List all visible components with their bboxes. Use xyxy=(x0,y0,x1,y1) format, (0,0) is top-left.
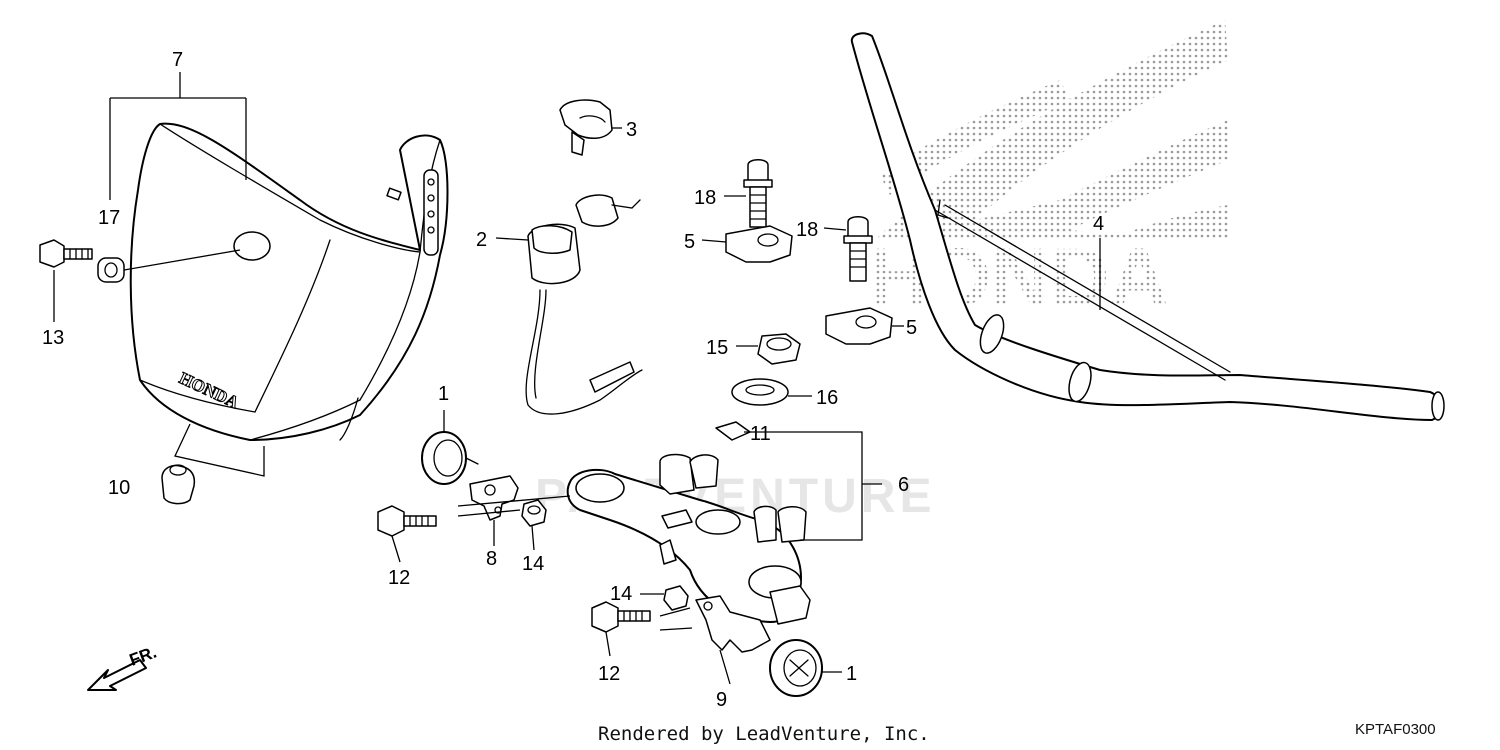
callout-16: 16 xyxy=(816,387,838,409)
callout-5-upper: 5 xyxy=(684,231,695,253)
part-visor-7[interactable]: HONDA xyxy=(129,122,449,441)
part-handlebar-4[interactable] xyxy=(850,32,1445,421)
part-washer-11[interactable] xyxy=(715,421,751,441)
part-cap-1b[interactable] xyxy=(769,639,823,697)
callout-10: 10 xyxy=(108,477,130,499)
callout-11: 11 xyxy=(750,423,771,445)
callout-17: 17 xyxy=(98,207,120,229)
diagram-code: KPTAF0300 xyxy=(1355,721,1436,738)
callout-5-lower: 5 xyxy=(906,317,917,339)
part-nut-15[interactable] xyxy=(757,333,801,365)
callout-1-upper: 1 xyxy=(438,383,449,405)
callout-14-left: 14 xyxy=(522,553,544,575)
callout-7: 7 xyxy=(172,49,183,71)
part-cap-10[interactable] xyxy=(161,464,196,505)
callout-8: 8 xyxy=(486,548,497,570)
part-bolt-18b[interactable] xyxy=(843,216,873,282)
part-bracket-9[interactable] xyxy=(695,595,771,653)
callout-1-lower: 1 xyxy=(846,663,857,685)
callout-numbers: 7 17 13 10 3 2 18 18 5 5 4 15 16 11 6 1 … xyxy=(42,49,1104,711)
rendered-by-text: Rendered by LeadVenture, Inc. xyxy=(598,723,930,745)
part-holder-5a[interactable] xyxy=(725,225,793,263)
part-nut-14a[interactable] xyxy=(521,499,547,527)
callout-12-bottom: 12 xyxy=(598,663,620,685)
leader-lines xyxy=(53,72,1101,685)
callout-6: 6 xyxy=(898,474,909,496)
callout-2: 2 xyxy=(476,229,487,251)
front-indicator-label: FR. xyxy=(127,643,159,670)
part-bolt-13[interactable] xyxy=(39,239,93,268)
callout-9: 9 xyxy=(716,689,727,711)
callout-4: 4 xyxy=(1093,213,1104,235)
callout-15: 15 xyxy=(706,337,728,359)
honda-wing-logo: HONDA xyxy=(868,20,1228,323)
part-top-bridge-6[interactable] xyxy=(566,453,811,625)
callout-14-bottom: 14 xyxy=(610,583,632,605)
part-holder-5b[interactable] xyxy=(825,307,893,345)
part-washer-16[interactable] xyxy=(731,378,789,406)
part-bolt-18a[interactable] xyxy=(743,159,773,228)
part-cap-1a[interactable] xyxy=(421,431,479,485)
part-bolt-12a[interactable] xyxy=(377,505,437,537)
callout-18-lower: 18 xyxy=(796,219,818,241)
arrow-front-icon: FR. xyxy=(87,643,159,691)
callout-12-left: 12 xyxy=(388,567,410,589)
part-key-3[interactable] xyxy=(559,99,613,156)
part-bolt-12b[interactable] xyxy=(591,601,651,633)
callout-18-upper: 18 xyxy=(694,187,716,209)
callout-3: 3 xyxy=(626,119,637,141)
callout-13: 13 xyxy=(42,327,64,349)
part-ignition-switch-2[interactable] xyxy=(525,194,643,415)
part-grommet-17[interactable] xyxy=(97,257,125,283)
part-bracket-8[interactable] xyxy=(469,475,519,521)
part-nut-14b[interactable] xyxy=(663,585,689,611)
